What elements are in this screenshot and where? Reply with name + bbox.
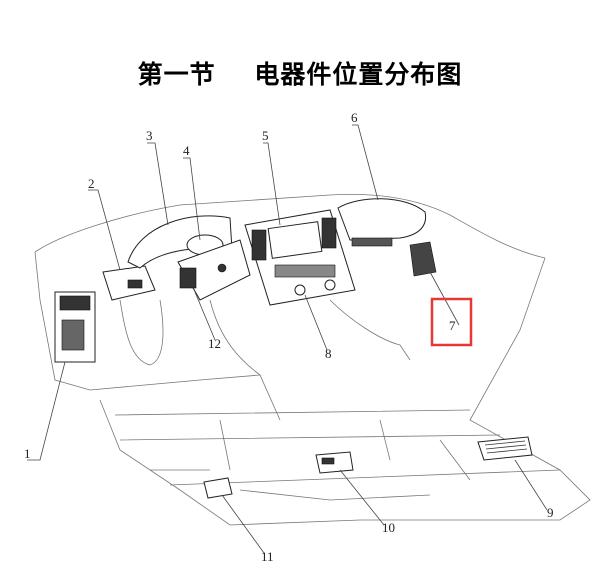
page-title: 第一节 电器件位置分布图 [0,55,600,91]
callout-1: 1 [24,446,31,461]
component-7-control-module [409,241,437,277]
component-6-passenger-airbag [337,198,427,247]
component-5-center-console [244,209,356,306]
cabin-outline [34,193,591,526]
callout-4: 4 [183,143,190,158]
callout-8: 8 [325,346,332,361]
component-10-module [315,451,354,474]
callout-11: 11 [261,549,274,564]
callout-6: 6 [351,110,358,125]
callout-10: 10 [382,520,395,535]
callout-7: 7 [449,318,456,333]
highlight-box [430,297,473,347]
component-4-steering-column [177,239,251,301]
component-1-fuse-box [54,291,96,363]
component-3-instrument-cluster [127,215,233,269]
leader-lines [27,124,548,554]
component-11-module [203,477,233,499]
heading-text: 电器件位置分布图 [254,60,463,89]
callout-12: 12 [208,336,221,351]
callout-5: 5 [262,128,269,143]
callout-9: 9 [547,505,554,520]
callout-3: 3 [146,128,153,143]
section-label: 第一节 [137,60,216,89]
callout-2: 2 [88,176,95,191]
component-2-module [102,265,156,301]
component-9-module [477,436,533,461]
